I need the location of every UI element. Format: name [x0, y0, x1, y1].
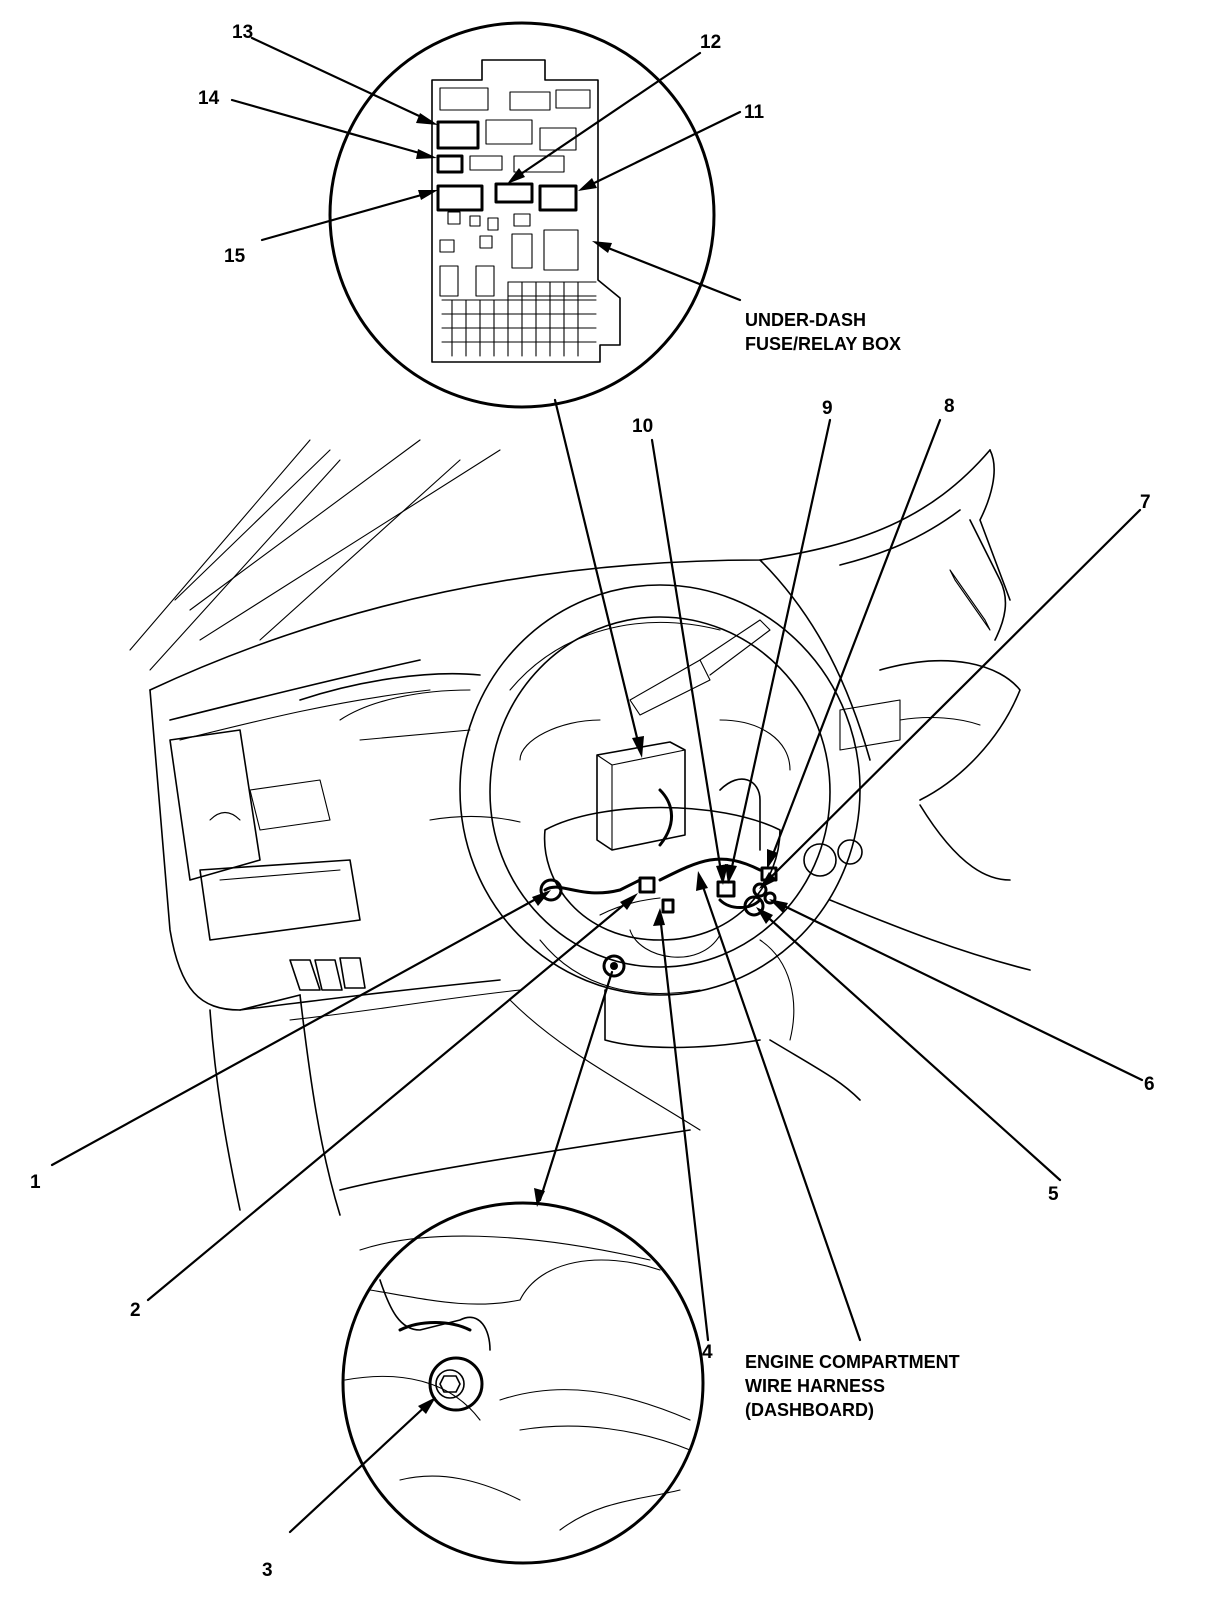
callout-7: 7	[1140, 492, 1151, 513]
callout-14: 14	[198, 88, 220, 109]
callout-12: 12	[700, 32, 721, 53]
captions: UNDER-DASH FUSE/RELAY BOX ENGINE COMPART…	[745, 310, 960, 1420]
callout-9: 9	[822, 398, 833, 419]
connector-1	[539, 878, 563, 902]
leader-12	[510, 51, 702, 182]
leader-8	[768, 418, 942, 864]
callout-5: 5	[1048, 1184, 1059, 1205]
under-dash-fuse-relay-box	[431, 59, 621, 363]
leader-13	[250, 36, 434, 124]
relay-11	[538, 184, 578, 212]
connector-5	[743, 895, 765, 917]
leader-fuse-box-caption	[596, 242, 742, 302]
callout-8: 8	[944, 396, 955, 417]
instrument-panel	[149, 449, 1031, 1216]
relay-14	[436, 154, 464, 174]
callout-6: 6	[1144, 1074, 1155, 1095]
callout-11: 11	[744, 102, 765, 123]
leader-9	[728, 418, 832, 878]
steering-wheel	[429, 584, 861, 996]
leader-2	[146, 896, 634, 1302]
connector-10	[716, 880, 736, 898]
wire-harness	[543, 778, 762, 916]
a-pillar	[129, 439, 501, 671]
ground-detail-circle	[341, 1201, 705, 1565]
callout-15: 15	[224, 246, 246, 267]
connector-7	[752, 882, 768, 898]
connectors	[539, 839, 863, 978]
fuse-box-detail-view	[328, 21, 716, 409]
relay-13	[436, 120, 480, 150]
fuse-box-detail-circle	[328, 21, 716, 409]
harness-caption-line-2: WIRE HARNESS	[745, 1376, 885, 1396]
leader-fuse-box-location	[553, 398, 642, 752]
fuse-grid	[441, 281, 597, 357]
harness-caption-line-3: (DASHBOARD)	[745, 1400, 874, 1420]
leader-5	[760, 910, 1062, 1182]
callout-4: 4	[702, 1342, 713, 1363]
leader-lines	[50, 36, 1144, 1534]
harness-caption-line-1: ENGINE COMPARTMENT	[745, 1352, 960, 1372]
fuse-box-in-vehicle	[596, 741, 686, 851]
fuse-box-caption-line-2: FUSE/RELAY BOX	[745, 334, 901, 354]
callout-3: 3	[262, 1560, 273, 1581]
connector-2	[638, 876, 656, 894]
ground-detail-view	[341, 1201, 705, 1565]
leader-7	[762, 508, 1142, 886]
relay-15	[436, 184, 484, 212]
connector-4	[661, 898, 675, 914]
ground-3	[602, 954, 626, 978]
relay-12	[494, 182, 534, 204]
dashboard-view	[129, 439, 1031, 1216]
leader-3-location	[538, 970, 614, 1202]
callout-13: 13	[232, 22, 253, 43]
leader-14	[230, 98, 432, 158]
leader-10	[650, 438, 724, 880]
ground-bolt	[428, 1356, 484, 1412]
callout-2: 2	[130, 1300, 141, 1321]
leader-1	[50, 892, 547, 1167]
callout-labels: 13 14 15 12 11 10 9 8 7 6 5 4 3 2 1	[30, 22, 1155, 1581]
leader-4	[658, 913, 710, 1342]
fuse-box-caption-line-1: UNDER-DASH	[745, 310, 866, 330]
leader-15	[260, 190, 434, 242]
connector-6	[763, 891, 777, 905]
callout-10: 10	[632, 416, 653, 437]
leader-11	[582, 110, 742, 190]
leader-harness-caption	[698, 876, 862, 1342]
callout-1: 1	[30, 1172, 41, 1193]
leader-6	[774, 900, 1144, 1082]
leader-3	[288, 1400, 432, 1534]
